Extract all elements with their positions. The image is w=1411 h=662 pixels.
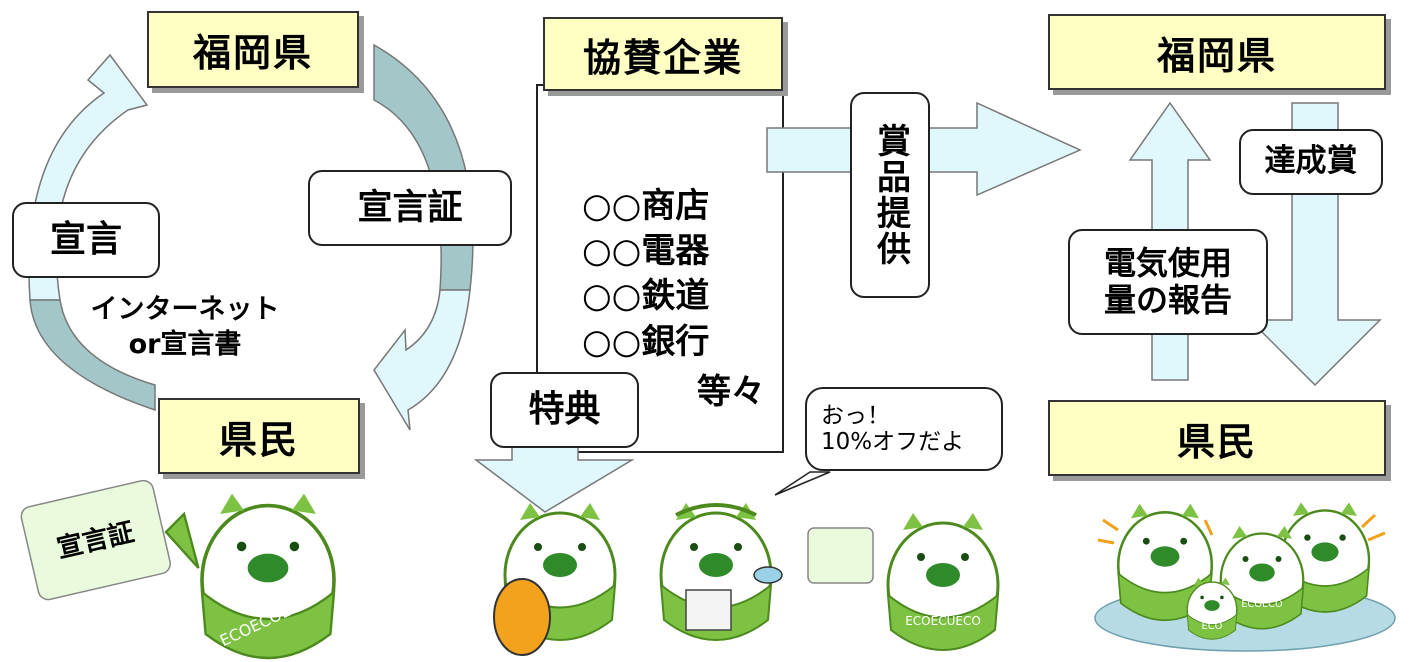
mascot-fisher [659, 501, 783, 642]
award-label: 達成賞 [1264, 143, 1358, 180]
speech-line-2: 10%オフだよ [821, 429, 965, 455]
prize-label: 賞品提供 [870, 123, 911, 267]
citizens-box-right-label: 県民 [1176, 419, 1257, 464]
award-label-box: 達成賞 [1239, 129, 1383, 195]
mascot-eco-belt: ECOECUECO [905, 614, 981, 628]
speech-bubble: おっ！ 10%オフだよ [805, 387, 1003, 471]
benefit-label-box: 特典 [490, 372, 639, 448]
certificate-label: 宣言証 [357, 187, 463, 228]
sponsor-item-4: ○○銀行 [582, 321, 710, 362]
benefit-label: 特典 [528, 389, 601, 431]
sponsor-box: 協賛企業 [543, 17, 783, 91]
certificate-label-box: 宣言証 [308, 170, 512, 246]
mascot-shopping [493, 501, 617, 656]
sponsor-box-label: 協賛企業 [582, 35, 743, 80]
mascot-family-badge: ECO [1202, 621, 1223, 632]
citizens-box-right: 県民 [1048, 400, 1386, 476]
certificate-card [20, 479, 172, 601]
prefecture-box-right-label: 福岡県 [1156, 33, 1277, 78]
blank-card [807, 527, 874, 584]
prefecture-box-left: 福岡県 [147, 11, 359, 88]
method-text: インターネット or宣言書 [70, 292, 300, 362]
citizens-box-left-label: 県民 [218, 417, 299, 462]
prefecture-box-left-label: 福岡県 [192, 31, 313, 75]
prefecture-box-right: 福岡県 [1048, 14, 1386, 90]
citizens-box-left: 県民 [158, 398, 360, 474]
certificate-down-arrow [373, 289, 471, 431]
declare-label: 宣言 [49, 219, 122, 261]
speech-line-1: おっ！ [821, 402, 890, 429]
report-line-2: 量の報告 [1103, 281, 1232, 319]
mascot-certificate: ECOECOECO [164, 491, 336, 660]
sponsor-etc: 等々 [697, 372, 765, 412]
sponsor-list: ○○商店 ○○電器 ○○鉄道 ○○銀行 [582, 184, 709, 365]
mascot-family-belt: ECOECO [1241, 599, 1283, 610]
sponsor-item-3: ○○鉄道 [582, 276, 710, 317]
sponsor-item-1: ○○商店 [582, 186, 710, 226]
report-label-box: 電気使用 量の報告 [1068, 229, 1268, 335]
cheer-marks [1097, 513, 1386, 545]
internet-curved-arrow [29, 299, 156, 412]
report-line-1: 電気使用 [1103, 244, 1232, 283]
method-line-1: インターネット [90, 294, 280, 325]
declare-label-box: 宣言 [12, 202, 160, 278]
sponsor-item-2: ○○電器 [582, 231, 710, 272]
speech-tail [774, 471, 831, 496]
mascot-family: ECOECO ECO [1116, 501, 1371, 640]
method-line-2: or宣言書 [128, 329, 242, 361]
mascot-eco: ECOECUECO [886, 511, 1000, 652]
prize-label-box: 賞品提供 [850, 92, 930, 298]
